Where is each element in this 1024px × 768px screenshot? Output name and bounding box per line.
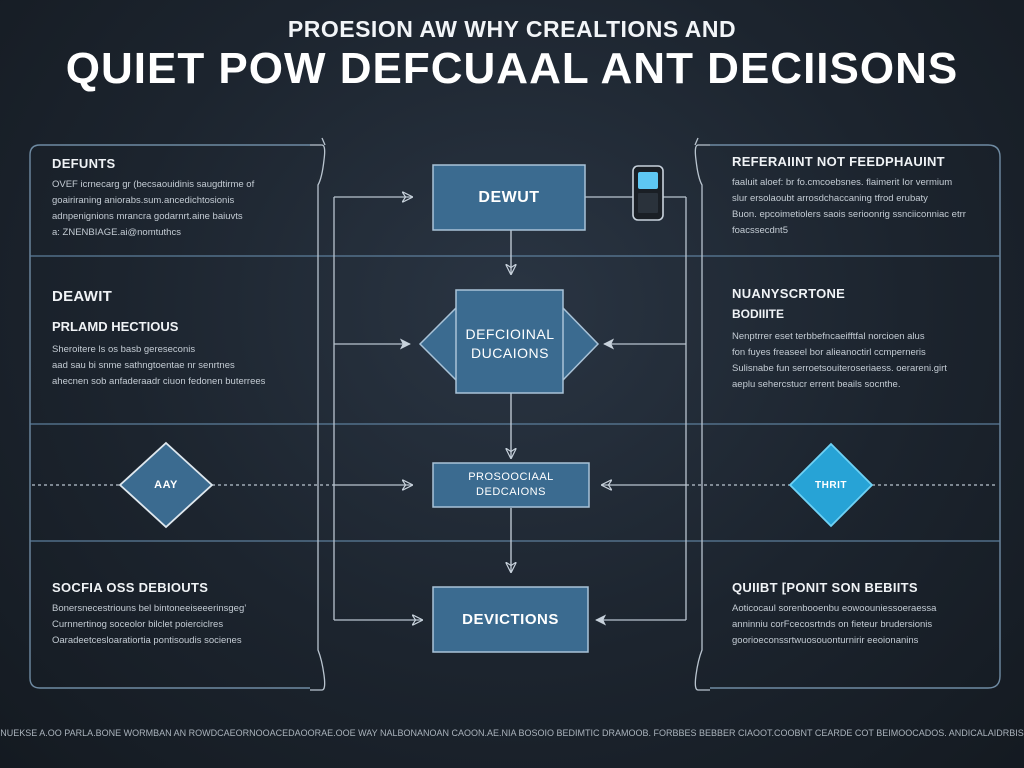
right-panel-bottom: QUIIBT [PONIT SON BEBIITS Aoticocaul sor… xyxy=(732,580,992,649)
right-panel-middle-line: aeplu sehercstucr errent beails socnthe. xyxy=(732,379,901,390)
left-panel-bottom-heading: SOCFIA OSS DEBIOUTS xyxy=(52,580,209,595)
right-panel-bottom-line: anninniu corFcecosrtnds on fieteur brude… xyxy=(732,619,933,630)
footer-text: NUEKSE A.OO PARLA.BONE WORMBAN AN ROWDCA… xyxy=(0,728,1024,738)
right-panel-top-line: slur ersolaoubt arrosdchaccaning tfrod e… xyxy=(732,193,928,204)
center-diamond-label-line2: DUCAIONS xyxy=(471,345,549,361)
bottom-decision-box xyxy=(432,586,589,653)
bottom-box-label: DEVICTIONS xyxy=(462,611,559,628)
left-panel-middle-line: aad sau bi snme sathngtoentae nr senrtne… xyxy=(52,360,235,371)
page-title: QUIET POW DEFCUAAL ANT DECIISONS xyxy=(65,44,959,93)
left-panel-top-line: OVEF icrnecarg gr (becsaouidinis saugdti… xyxy=(52,179,255,190)
left-panel-middle-subheading: PRLAMD HECTIOUS xyxy=(52,319,179,334)
middle-box-label: PROSOOCIAAL DEDCAIONS xyxy=(433,465,589,505)
band-dividers xyxy=(30,255,1000,542)
center-bracket xyxy=(310,137,710,691)
right-panel-bottom-line: goorioeconssrtwuosouonturnirir eeoionani… xyxy=(732,635,919,646)
right-panel-middle-heading: NUANYSCRTONE xyxy=(732,286,846,301)
right-panel-middle-line: Sulisnabe fun serroetsouiteroseriaess. o… xyxy=(732,363,947,374)
right-panel-top-line: faaluit aloef: br fo.cmcoebsnes. flaimer… xyxy=(732,177,953,188)
left-panel-bottom-line: Oaradeetcesloaratiortia pontisoudis soci… xyxy=(52,635,242,646)
right-panel-bottom-line: Aoticocaul sorenbooenbu eowoouniessoerae… xyxy=(732,603,937,614)
right-panel-middle-subheading: BODIIITE xyxy=(732,307,785,321)
left-panel-top: DEFUNTS OVEF icrnecarg gr (becsaouidinis… xyxy=(52,156,312,241)
right-panel-frame xyxy=(710,144,1001,689)
middle-box-label-line2: DEDCAIONS xyxy=(476,486,546,498)
center-diamond-label: DEFCIOINAL DUCAIONS xyxy=(440,320,580,368)
left-panel-frame xyxy=(29,144,310,689)
left-panel-middle-line: ahecnen sob anfaderaadr ciuon fedonen bu… xyxy=(52,376,266,387)
supertitle: PROESION AW WHY CREALTIONS AND xyxy=(287,16,737,42)
center-box xyxy=(455,289,564,394)
right-diamond-label: THRIT xyxy=(815,479,847,491)
right-panel-middle-line: Nenptrrer eset terbbefncaeifftfal norcio… xyxy=(732,331,925,342)
left-diamond-label: AAY xyxy=(154,479,178,491)
left-panel-bottom-line: Curnnertinog soceolor bilclet poierciclr… xyxy=(52,619,224,630)
top-box-label: DEWUT xyxy=(478,188,540,206)
right-panel-bottom-heading: QUIIBT [PONIT SON BEBIITS xyxy=(732,580,918,595)
left-panel-top-line: goairiraning aniorabs.sum.ancedichtosion… xyxy=(52,195,235,206)
top-decision-box xyxy=(432,164,586,231)
left-panel-top-line: adnpenignions mrancra godarnrt.aine baiu… xyxy=(52,211,243,222)
right-panel-top-heading: REFERAIINT NOT FEEDPHAUINT xyxy=(732,154,945,169)
center-diamond-label-line1: DEFCIOINAL xyxy=(465,326,555,342)
right-panel-middle-line: fon fuyes freaseel bor alieanoctirl ccmp… xyxy=(732,347,926,358)
left-panel-middle-line: Sheroitere ls os basb gereseconis xyxy=(52,344,196,355)
left-panel-bottom-line: Bonersnecestriouns bel bintoneeiseeerins… xyxy=(52,603,247,614)
left-panel-middle-heading: DEAWIT xyxy=(52,288,113,305)
loop-lines xyxy=(333,197,687,626)
middle-box-label-line1: PROSOOCIAAL xyxy=(468,471,554,483)
phone-device-icon xyxy=(632,165,664,221)
right-panel-top-line: foacssecdnt5 xyxy=(732,225,788,236)
right-panel-middle: NUANYSCRTONE BODIIITE Nenptrrer eset ter… xyxy=(732,286,992,393)
middle-decision-box xyxy=(432,462,590,508)
left-panel-middle: DEAWIT PRLAMD HECTIOUS Sheroitere ls os … xyxy=(52,288,312,390)
right-panel-top: REFERAIINT NOT FEEDPHAUINT faaluit aloef… xyxy=(732,154,992,239)
left-diamond xyxy=(118,441,214,529)
left-panel-top-line: a: ZNENBIAGE.ai@nomtuthcs xyxy=(52,227,181,238)
left-panel-top-heading: DEFUNTS xyxy=(52,156,116,171)
right-panel-top-line: Buon. epcoimetiolers saois serioonrig ss… xyxy=(732,209,966,220)
right-diamond xyxy=(788,442,874,528)
left-panel-bottom: SOCFIA OSS DEBIOUTS Bonersnecestriouns b… xyxy=(52,580,312,649)
